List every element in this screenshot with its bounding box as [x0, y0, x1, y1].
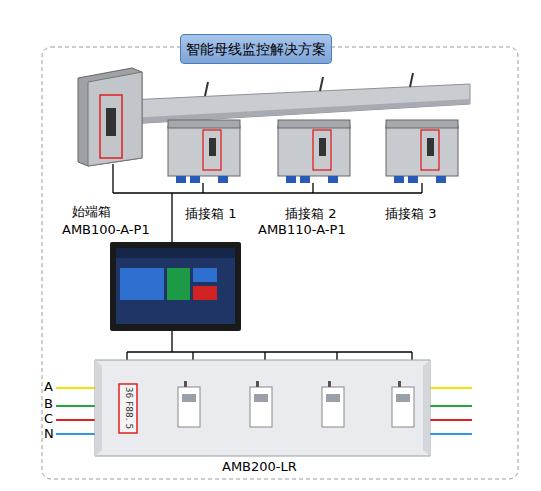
start-box: 始端箱AMB100-A-P1 [75, 68, 143, 164]
meter-panel-box: AMB200-LR [95, 360, 430, 456]
dashed-frame [42, 47, 518, 479]
device-label: 插接箱 1 [185, 206, 236, 222]
plug-in-box: 插接箱 2AMB110-A-P1 [275, 120, 353, 184]
phase-label: B [44, 396, 53, 411]
model-number: AMB110-A-P1 [258, 222, 346, 238]
meter-panel [95, 360, 430, 456]
model-number: AMB100-A-P1 [62, 222, 150, 238]
hmi-screen [110, 242, 241, 331]
bus-wiring [113, 164, 422, 242]
busbar [128, 73, 470, 124]
plug-in-box-drawing [278, 120, 350, 183]
panel-wiring [127, 331, 412, 362]
device-label: AMB200-LR [222, 459, 297, 475]
plug-in-box-drawing [386, 120, 458, 183]
plug-in-box: 插接箱 1 [165, 120, 243, 184]
device-label: 插接箱 3 [385, 206, 436, 222]
device-marking: 36 F88. 5 [123, 387, 134, 429]
phase-label: N [44, 426, 54, 441]
plug-in-box-drawing [168, 120, 240, 183]
phase-label: A [44, 379, 53, 394]
device-label: 始端箱 [72, 204, 111, 220]
phase-label: C [44, 411, 53, 426]
diagram-title: 智能母线监控解决方案 [180, 34, 332, 64]
device-label: 插接箱 2 [285, 206, 336, 222]
start-box-drawing [78, 68, 142, 166]
plug-in-box: 插接箱 3 [383, 120, 461, 184]
